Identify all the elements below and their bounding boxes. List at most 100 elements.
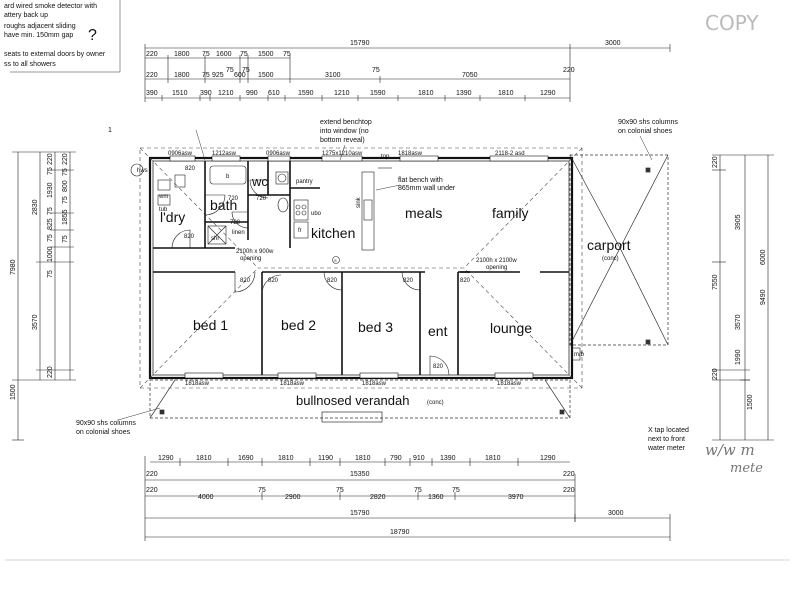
dim-label: 1500 [258,51,274,58]
dim-label: 220 [563,67,575,74]
label-ubo: ubo [311,211,322,217]
dim-label: 1990 [735,349,742,365]
dim-label: 220 [47,366,54,378]
dim-label: 3100 [325,72,341,79]
dim-label: 15790 [350,40,370,47]
dim-label: 925 [212,72,224,79]
dim-label: 75 [372,67,380,74]
note-dogleg: 1 [108,127,112,134]
note-line: 90x90 shs columns [618,119,678,126]
dim-label: 3970 [508,494,524,501]
room-meals: meals [405,205,442,221]
dim-label: 1810 [418,90,434,97]
dim-label: 1500 [10,384,17,400]
dim-label: 75 [202,51,210,58]
door-labels: 820 820 820 820 820 720 720 720 820 820 … [184,166,471,370]
window-label: 0906asw [266,151,291,157]
dim-label: 220 [563,471,575,478]
label-s: S [334,258,337,263]
dim-label: 1600 [216,51,232,58]
room-verandah: bullnosed verandah [296,393,409,408]
room-bed1: bed 1 [193,317,228,333]
left-dimensions: 7980 1500 2830 3570 220 75 1930 75 825 7… [10,153,69,400]
dim-label: 3570 [32,314,39,330]
dim-label: 1810 [485,455,501,462]
dim-label: 7050 [462,72,478,79]
dim-label: 1810 [355,455,371,462]
dim-label: 610 [268,90,280,97]
roof-hip-lines [139,147,583,389]
opening-label: opening [486,265,507,271]
window-label: 1818asw [398,151,423,157]
dim-label: 1800 [174,51,190,58]
dim-label: 1810 [498,90,514,97]
dim-label: 1390 [456,90,472,97]
windows [169,155,549,379]
carport-sub: (conc) [602,256,619,262]
left-dimension-lines [12,151,76,441]
door-label: 820 [185,166,196,172]
dim-label: 800 [62,180,69,192]
door-label: 820 [460,278,471,284]
note-line: ss to all showers [4,61,56,68]
dim-label: 75 [283,51,291,58]
label-b: b [226,174,230,180]
leader-lines [10,0,653,421]
dim-label: 220 [47,153,54,165]
dim-label: 15350 [350,471,370,478]
dim-label: 1810 [278,455,294,462]
door-label: 820 [240,278,251,284]
dim-label: 3000 [608,510,624,517]
room-family: family [492,205,529,221]
carport-outline [569,154,669,346]
dim-label: 990 [246,90,258,97]
dim-label: 220 [146,51,158,58]
bottom-dimensions: 1290 1810 1690 1810 1190 1810 790 910 13… [146,455,624,536]
dim-label: 7980 [10,259,17,275]
top-dimension-lines [144,44,671,102]
dim-label: 75 [47,234,54,242]
window-label: 1818asw [185,381,210,387]
dim-label: 220 [146,487,158,494]
dim-label: 75 [240,51,248,58]
dim-label: 1390 [440,455,456,462]
label-sink: sink [356,196,362,208]
note-question: ? [88,27,97,44]
room-lounge: lounge [490,320,532,336]
dim-label: 1210 [334,90,350,97]
handwriting: w/w m [705,441,755,459]
opening-labels: 2100h x 900w opening 2100h x 2100w openi… [236,249,517,271]
dim-label: 15790 [350,510,370,517]
dim-label: 220 [712,368,719,380]
opening-label: 2100h x 900w [236,249,274,255]
dim-label: 75 [226,67,234,74]
window-label: 1275x1210asw [322,151,363,157]
dim-label: 2820 [370,494,386,501]
dim-label: 1590 [298,90,314,97]
top-dimensions: 15790 3000 220 1800 75 1600 75 1500 75 2… [146,40,621,97]
dim-label: 1500 [747,394,754,410]
window-labels: 0906asw 1212asw 0906asw 1275x1210asw 181… [168,151,525,387]
room-bed2: bed 2 [281,317,316,333]
fixture-labels: pantry linen shr wm tub hws ubo fr sink … [137,154,585,358]
label-top: top [381,154,390,160]
dim-label: 1510 [172,90,188,97]
room-bath: bath [210,197,237,213]
room-wc: wc [251,174,268,189]
dim-label: 2900 [285,494,301,501]
door-label: 820 [433,364,444,370]
dim-label: 3905 [735,214,742,230]
dim-label: 1810 [196,455,212,462]
dim-label: 1360 [428,494,444,501]
note-line: on colonial shoes [76,429,131,436]
dim-label: 75 [62,196,69,204]
door-label: 720 [230,220,241,226]
room-ldry: l'dry [160,209,185,225]
dim-label: 3000 [605,40,621,47]
dim-label: 1930 [47,182,54,198]
notes: ard wired smoke detector with attery bac… [4,3,689,452]
window-label: 2118-2 asd [495,151,525,157]
dim-label: 390 [146,90,158,97]
opening-label: opening [240,256,261,262]
